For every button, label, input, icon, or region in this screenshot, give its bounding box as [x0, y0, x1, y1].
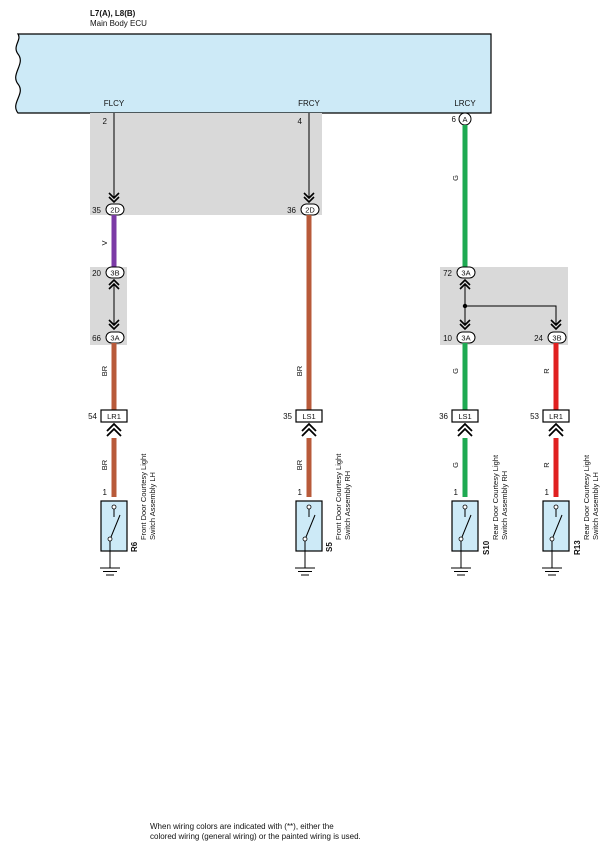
- terminal-flcy-label: FLCY: [104, 99, 125, 108]
- junction-block-top-shade: [90, 113, 322, 215]
- wire-color-r-label: R: [542, 368, 551, 374]
- switch-r6-pin: 1: [103, 488, 108, 497]
- junction-3a-left-label: 3A: [110, 334, 119, 343]
- switch-r13-code: R13: [573, 540, 582, 555]
- junction-3b-left-pin: 20: [92, 269, 101, 278]
- switch-r6-code: R6: [130, 541, 139, 552]
- junction-oval-3a-right-top: [456, 266, 476, 279]
- junction-2d-left-label: 2D: [110, 206, 120, 215]
- wire-color-g-label: G: [451, 368, 460, 374]
- terminal-lrcy-label: LRCY: [454, 99, 476, 108]
- switch-r6-name-line1: Front Door Courtesy Light: [139, 453, 148, 540]
- pin-lrcy: 6: [452, 115, 457, 124]
- switch-r6-icon: [100, 500, 128, 552]
- inline-connector-lr1-right-label: LR1: [549, 412, 563, 421]
- junction-3a-right-top-pin: 72: [443, 269, 452, 278]
- inline-connector-ls1-a: [295, 409, 323, 423]
- inline-connector-lr1-right: [542, 409, 570, 423]
- wire-color-v-label: V: [100, 240, 109, 245]
- ecu-name: Main Body ECU: [90, 19, 147, 28]
- footnote-line2: colored wiring (general wiring) or the p…: [150, 832, 361, 841]
- switch-r6-name-line2: Switch Assembly LH: [148, 472, 157, 540]
- pin-frcy: 4: [298, 117, 303, 126]
- switch-r13-name-line1: Rear Door Courtesy Light: [582, 454, 591, 540]
- junction-2d-left-pin: 35: [92, 206, 101, 215]
- switch-s5-code: S5: [325, 542, 334, 552]
- connector-chevron-icon: [106, 423, 122, 437]
- pin-flcy: 2: [103, 117, 108, 126]
- ground-icon: [294, 567, 316, 576]
- junction-2d-right-pin: 36: [287, 206, 296, 215]
- terminal-frcy-label: FRCY: [298, 99, 320, 108]
- wire-color-r-label: R: [542, 462, 551, 468]
- switch-s10-pin: 1: [454, 488, 459, 497]
- connector-chevron-icon: [548, 423, 564, 437]
- junction-3b-left-label: 3B: [110, 269, 119, 278]
- switch-s10-name-line1: Rear Door Courtesy Light: [491, 454, 500, 540]
- wire-color-br-label: BR: [295, 459, 304, 470]
- wire-color-br-label: BR: [100, 459, 109, 470]
- junction-oval-3b-left: [105, 266, 125, 279]
- switch-r13-icon: [542, 500, 570, 552]
- inline-connector-ls1-b-pin: 36: [439, 412, 448, 421]
- switch-r13-name-line2: Switch Assembly LH: [591, 472, 600, 540]
- switch-s5-icon: [295, 500, 323, 552]
- junction-3b-right-label: 3B: [552, 334, 561, 343]
- switch-s10-name-line2: Switch Assembly RH: [500, 471, 509, 540]
- junction-2d-right-label: 2D: [305, 206, 315, 215]
- ground-icon: [541, 567, 563, 576]
- inline-connector-ls1-b-label: LS1: [458, 412, 471, 421]
- switch-s5-name-line2: Switch Assembly RH: [343, 471, 352, 540]
- inline-connector-ls1-b: [451, 409, 479, 423]
- connector-chevron-icon: [301, 423, 317, 437]
- junction-3a-right-bottom-pin: 10: [443, 334, 452, 343]
- junction-3b-right-pin: 24: [534, 334, 543, 343]
- switch-s10-code: S10: [482, 540, 491, 555]
- switch-r13-pin: 1: [545, 488, 550, 497]
- junction-3a-right-top-label: 3A: [461, 269, 470, 278]
- inline-connector-lr1-left-label: LR1: [107, 412, 121, 421]
- inline-connector-ls1-a-label: LS1: [302, 412, 315, 421]
- ground-icon: [450, 567, 472, 576]
- wire-color-br-label: BR: [295, 365, 304, 376]
- switch-s5-pin: 1: [298, 488, 303, 497]
- switch-s10-icon: [451, 500, 479, 552]
- inline-connector-lr1-left-pin: 54: [88, 412, 97, 421]
- junction-3a-right-bottom-label: 3A: [461, 334, 470, 343]
- footnote-line1: When wiring colors are indicated with (*…: [150, 822, 334, 831]
- switch-s5-name-line1: Front Door Courtesy Light: [334, 453, 343, 540]
- wire-color-g-label: G: [451, 462, 460, 468]
- main-body-ecu-box: [15, 33, 492, 114]
- wire-color-br-label: BR: [100, 365, 109, 376]
- ground-icon: [99, 567, 121, 576]
- junction-3a-left-pin: 66: [92, 334, 101, 343]
- inline-connector-lr1-right-pin: 53: [530, 412, 539, 421]
- connector-chevron-icon: [457, 423, 473, 437]
- inline-connector-ls1-a-pin: 35: [283, 412, 292, 421]
- inline-connector-lr1-left: [100, 409, 128, 423]
- ecu-connector-ids: L7(A), L8(B): [90, 9, 136, 18]
- wire-color-g-label: G: [451, 175, 460, 181]
- ecu-connector-a-label: A: [462, 115, 467, 124]
